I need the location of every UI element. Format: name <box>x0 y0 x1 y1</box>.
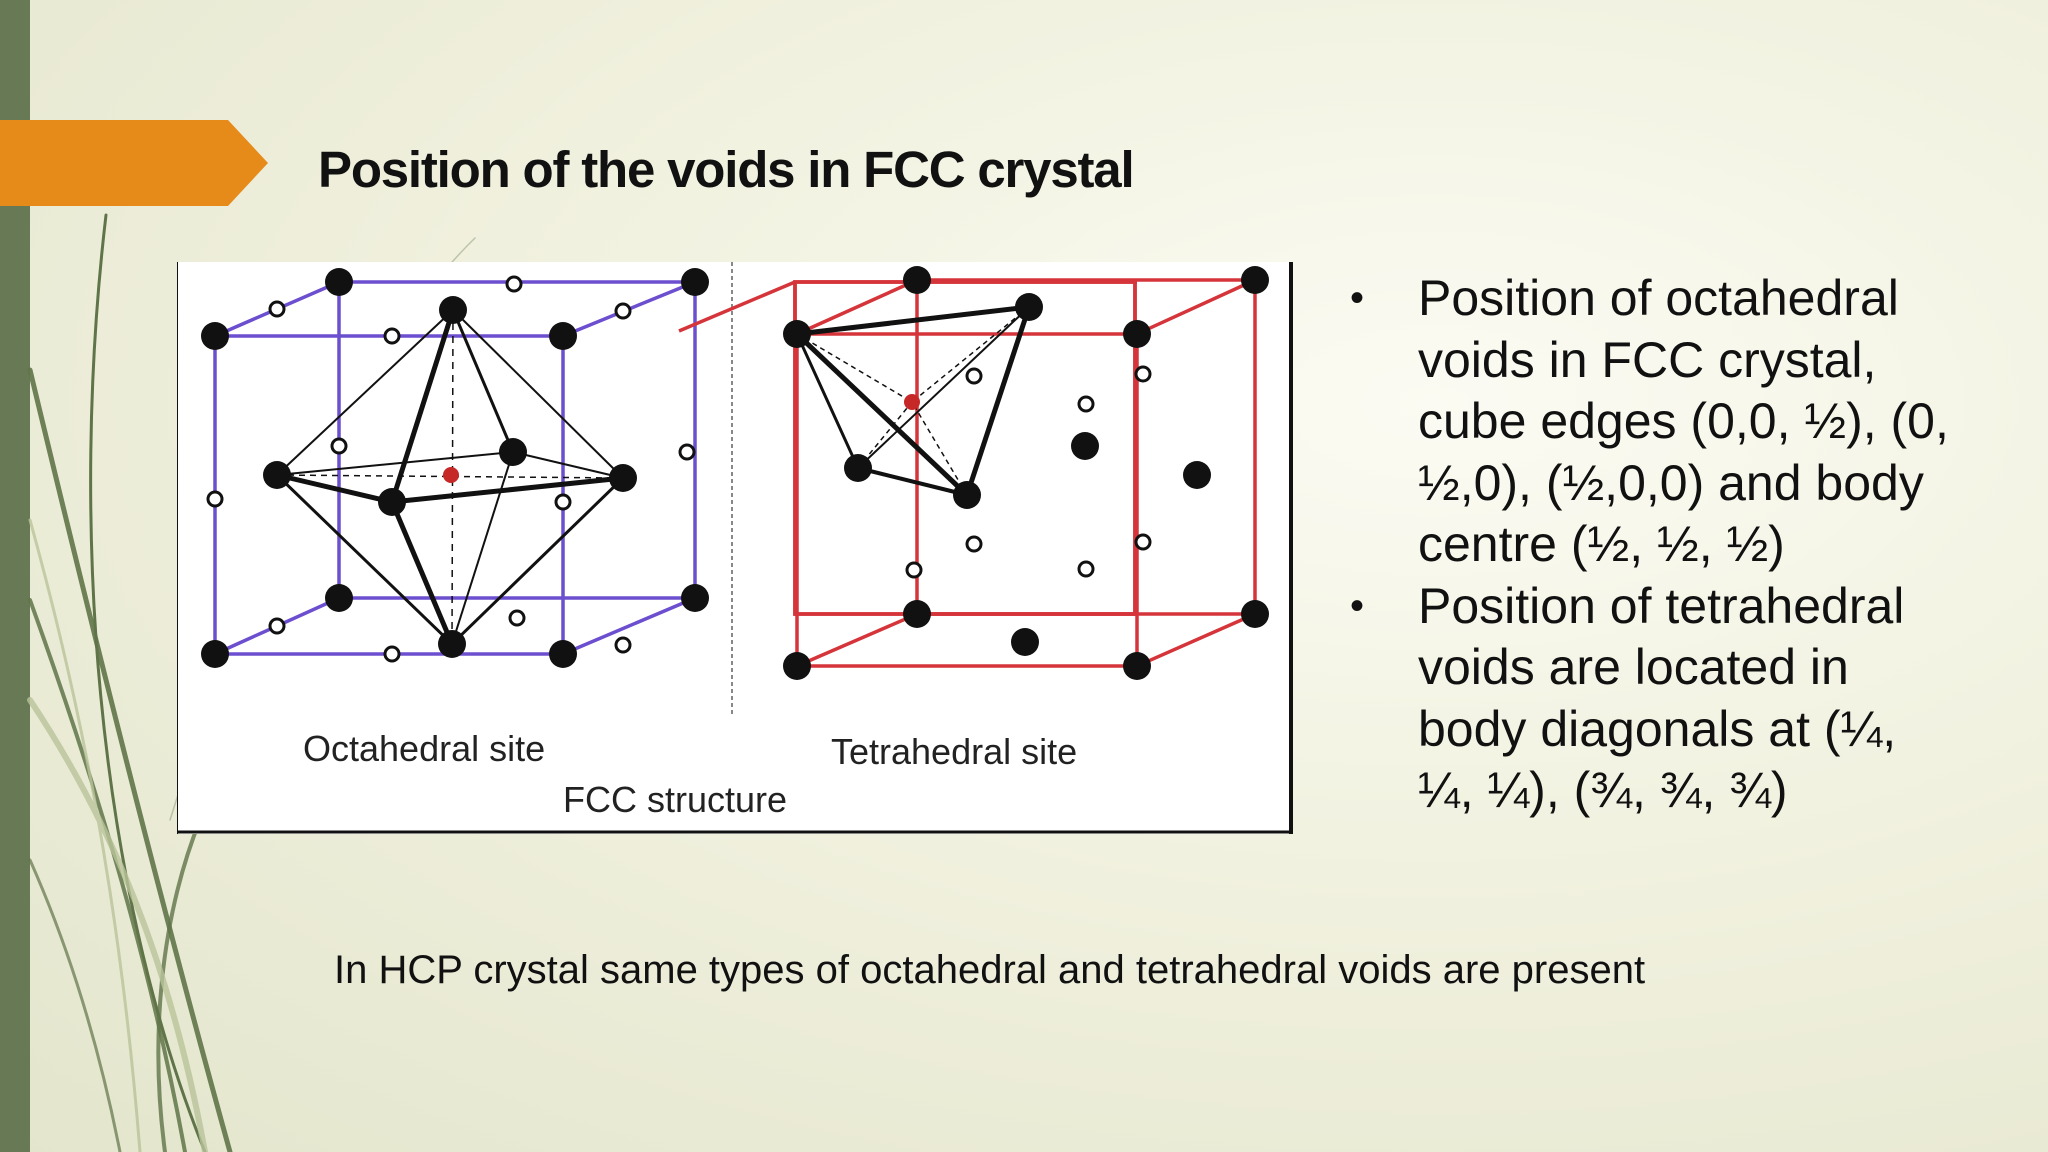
bullet-dot: • <box>1350 276 1365 320</box>
bullet-line: voids are located in <box>1418 639 1849 695</box>
bullet-list: • Position of octahedral voids in FCC cr… <box>1350 268 1970 822</box>
tetrahedral-cube-diagram <box>678 266 1269 680</box>
bullet-line: body diagonals at (¼, <box>1418 700 1897 757</box>
bullet-line: centre (½, ½, ½) <box>1418 516 1785 572</box>
hcp-note: In HCP crystal same types of octahedral … <box>334 948 1646 992</box>
fcc-voids-figure: Octahedral site Tetrahedral site FCC str… <box>177 262 1293 834</box>
bullet-tetrahedral-voids: • Position of tetrahedral voids are loca… <box>1350 576 1970 822</box>
title-arrow-shape <box>0 120 268 206</box>
bullet-line: cube edges (0,0, ½), (0, <box>1418 393 1949 449</box>
slide-title: Position of the voids in FCC crystal <box>318 141 1135 198</box>
bullet-line: ¼, ¼), (¾, ¾, ¾) <box>1418 762 1788 818</box>
bullet-dot: • <box>1350 583 1365 628</box>
fcc-structure-caption: FCC structure <box>563 779 788 820</box>
bullet-octahedral-voids: • Position of octahedral voids in FCC cr… <box>1350 268 1970 576</box>
bullet-line: ½,0), (½,0,0) and body <box>1418 454 1924 511</box>
bullet-line: Position of tetrahedral <box>1418 577 1905 634</box>
octahedral-cube-diagram <box>201 268 709 668</box>
bullet-line: Position of octahedral <box>1418 270 1899 326</box>
octahedral-caption: Octahedral site <box>303 728 546 769</box>
tetrahedral-caption: Tetrahedral site <box>831 731 1078 772</box>
bullet-line: voids in FCC crystal, <box>1418 331 1877 388</box>
